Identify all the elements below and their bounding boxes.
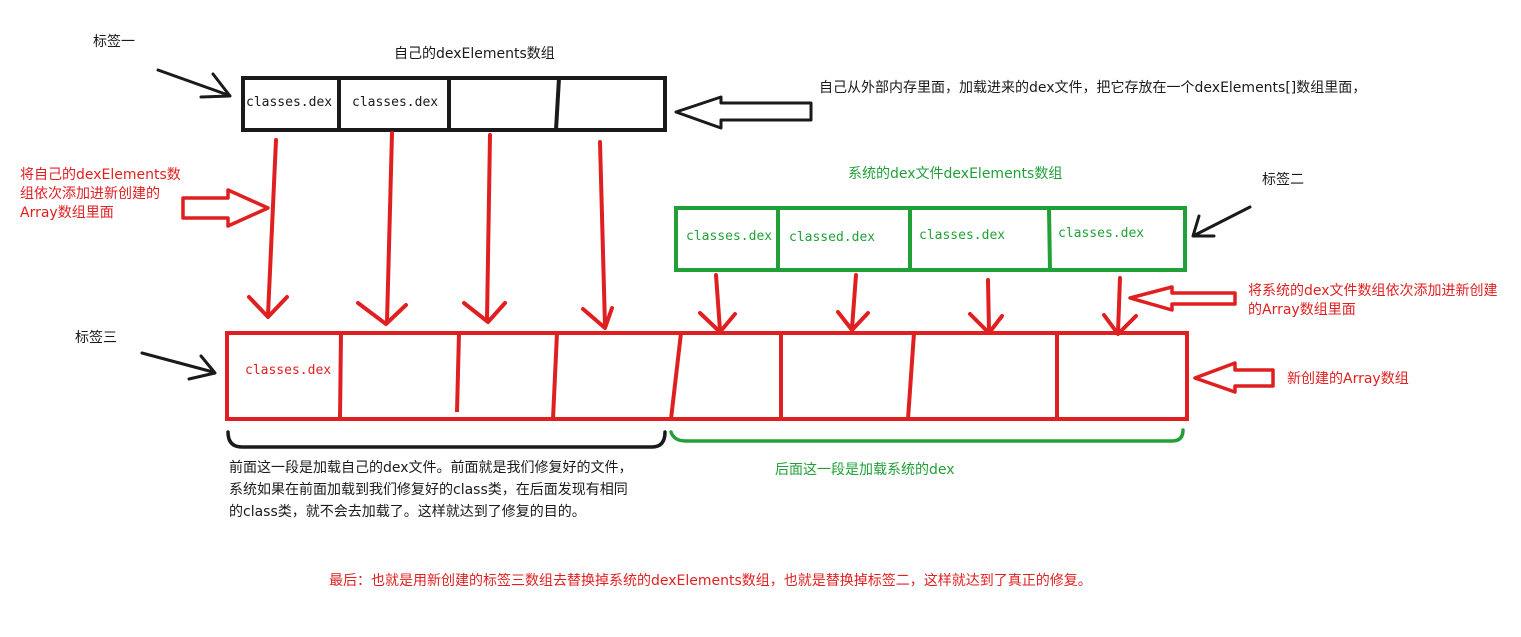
system-dexelements-array [674, 206, 1187, 272]
hollow-block-arrows [181, 95, 1275, 394]
own-array-note: 自己从外部内存里面，加载进来的dex文件，把它存放在一个dexElements[… [819, 80, 1367, 96]
system-array-frame [674, 206, 1187, 272]
new-array-note: 新创建的Array数组 [1287, 371, 1409, 387]
down-arrow [462, 133, 507, 324]
system-array-cell: classes.dex [1058, 226, 1145, 241]
add-own-note: 将自己的dexElements数组依次添加进新创建的Array数组里面 [20, 167, 181, 221]
own-array-block-arrow [674, 95, 813, 130]
system-array-title: 系统的dex文件dexElements数组 [848, 166, 1063, 182]
tag1-pointer-arrow [156, 68, 232, 99]
system-to-new-arrows [698, 273, 1138, 336]
system-array-cell: classes.dex [919, 228, 1006, 243]
own-array-divider [554, 77, 561, 131]
front-segment-bracket [226, 430, 667, 449]
own-to-new-arrows [247, 131, 614, 330]
new-array-cell: classes.dex [245, 363, 332, 378]
new-array-divider [906, 332, 916, 420]
front-segment-note: 前面这一段是加载自己的dex文件。前面就是我们修复好的文件，系统如果在前面加载到… [229, 460, 633, 520]
own-dexelements-array [241, 76, 667, 132]
add-own-block-arrow [181, 188, 270, 228]
down-arrow [581, 140, 614, 330]
black-pointer-arrows [140, 68, 1252, 381]
new-array-divider [669, 332, 683, 420]
system-array-divider [1047, 207, 1052, 271]
down-arrow [356, 131, 408, 326]
tag3-label: 标签三 [75, 330, 117, 346]
own-array-cell: classes.dex [352, 95, 439, 110]
tag3-pointer-arrow [140, 351, 217, 381]
back-segment-note: 后面这一段是加载系统的dex [775, 462, 955, 478]
system-array-cell: classes.dex [686, 229, 773, 244]
add-system-note: 将系统的dex文件数组依次添加进新创建的Array数组里面 [1248, 283, 1498, 318]
own-array-cell: classes.dex [246, 95, 333, 110]
new-array [225, 331, 1189, 421]
new-array-block-arrow [1193, 361, 1275, 394]
tag2-label: 标签二 [1262, 172, 1304, 188]
tag1-label: 标签一 [93, 34, 135, 50]
own-array-title: 自己的dexElements数组 [394, 46, 555, 62]
down-arrow [247, 138, 289, 319]
new-array-divider [551, 332, 559, 420]
add-system-block-arrow [1128, 285, 1237, 312]
own-array-frame [241, 76, 667, 132]
new-array-divider [455, 332, 461, 413]
new-array-frame [225, 331, 1189, 421]
tag2-pointer-arrow [1191, 205, 1252, 238]
down-arrow [968, 278, 1004, 335]
new-array-divider [338, 332, 343, 420]
system-array-cell: classed.dex [789, 230, 876, 245]
down-arrow [698, 273, 737, 334]
down-arrow [1102, 276, 1138, 336]
back-segment-bracket [669, 428, 1185, 443]
down-arrow [836, 273, 870, 332]
conclusion-note: 最后：也就是用新创建的标签三数组去替换掉系统的dexElements数组，也就是… [329, 573, 1092, 589]
